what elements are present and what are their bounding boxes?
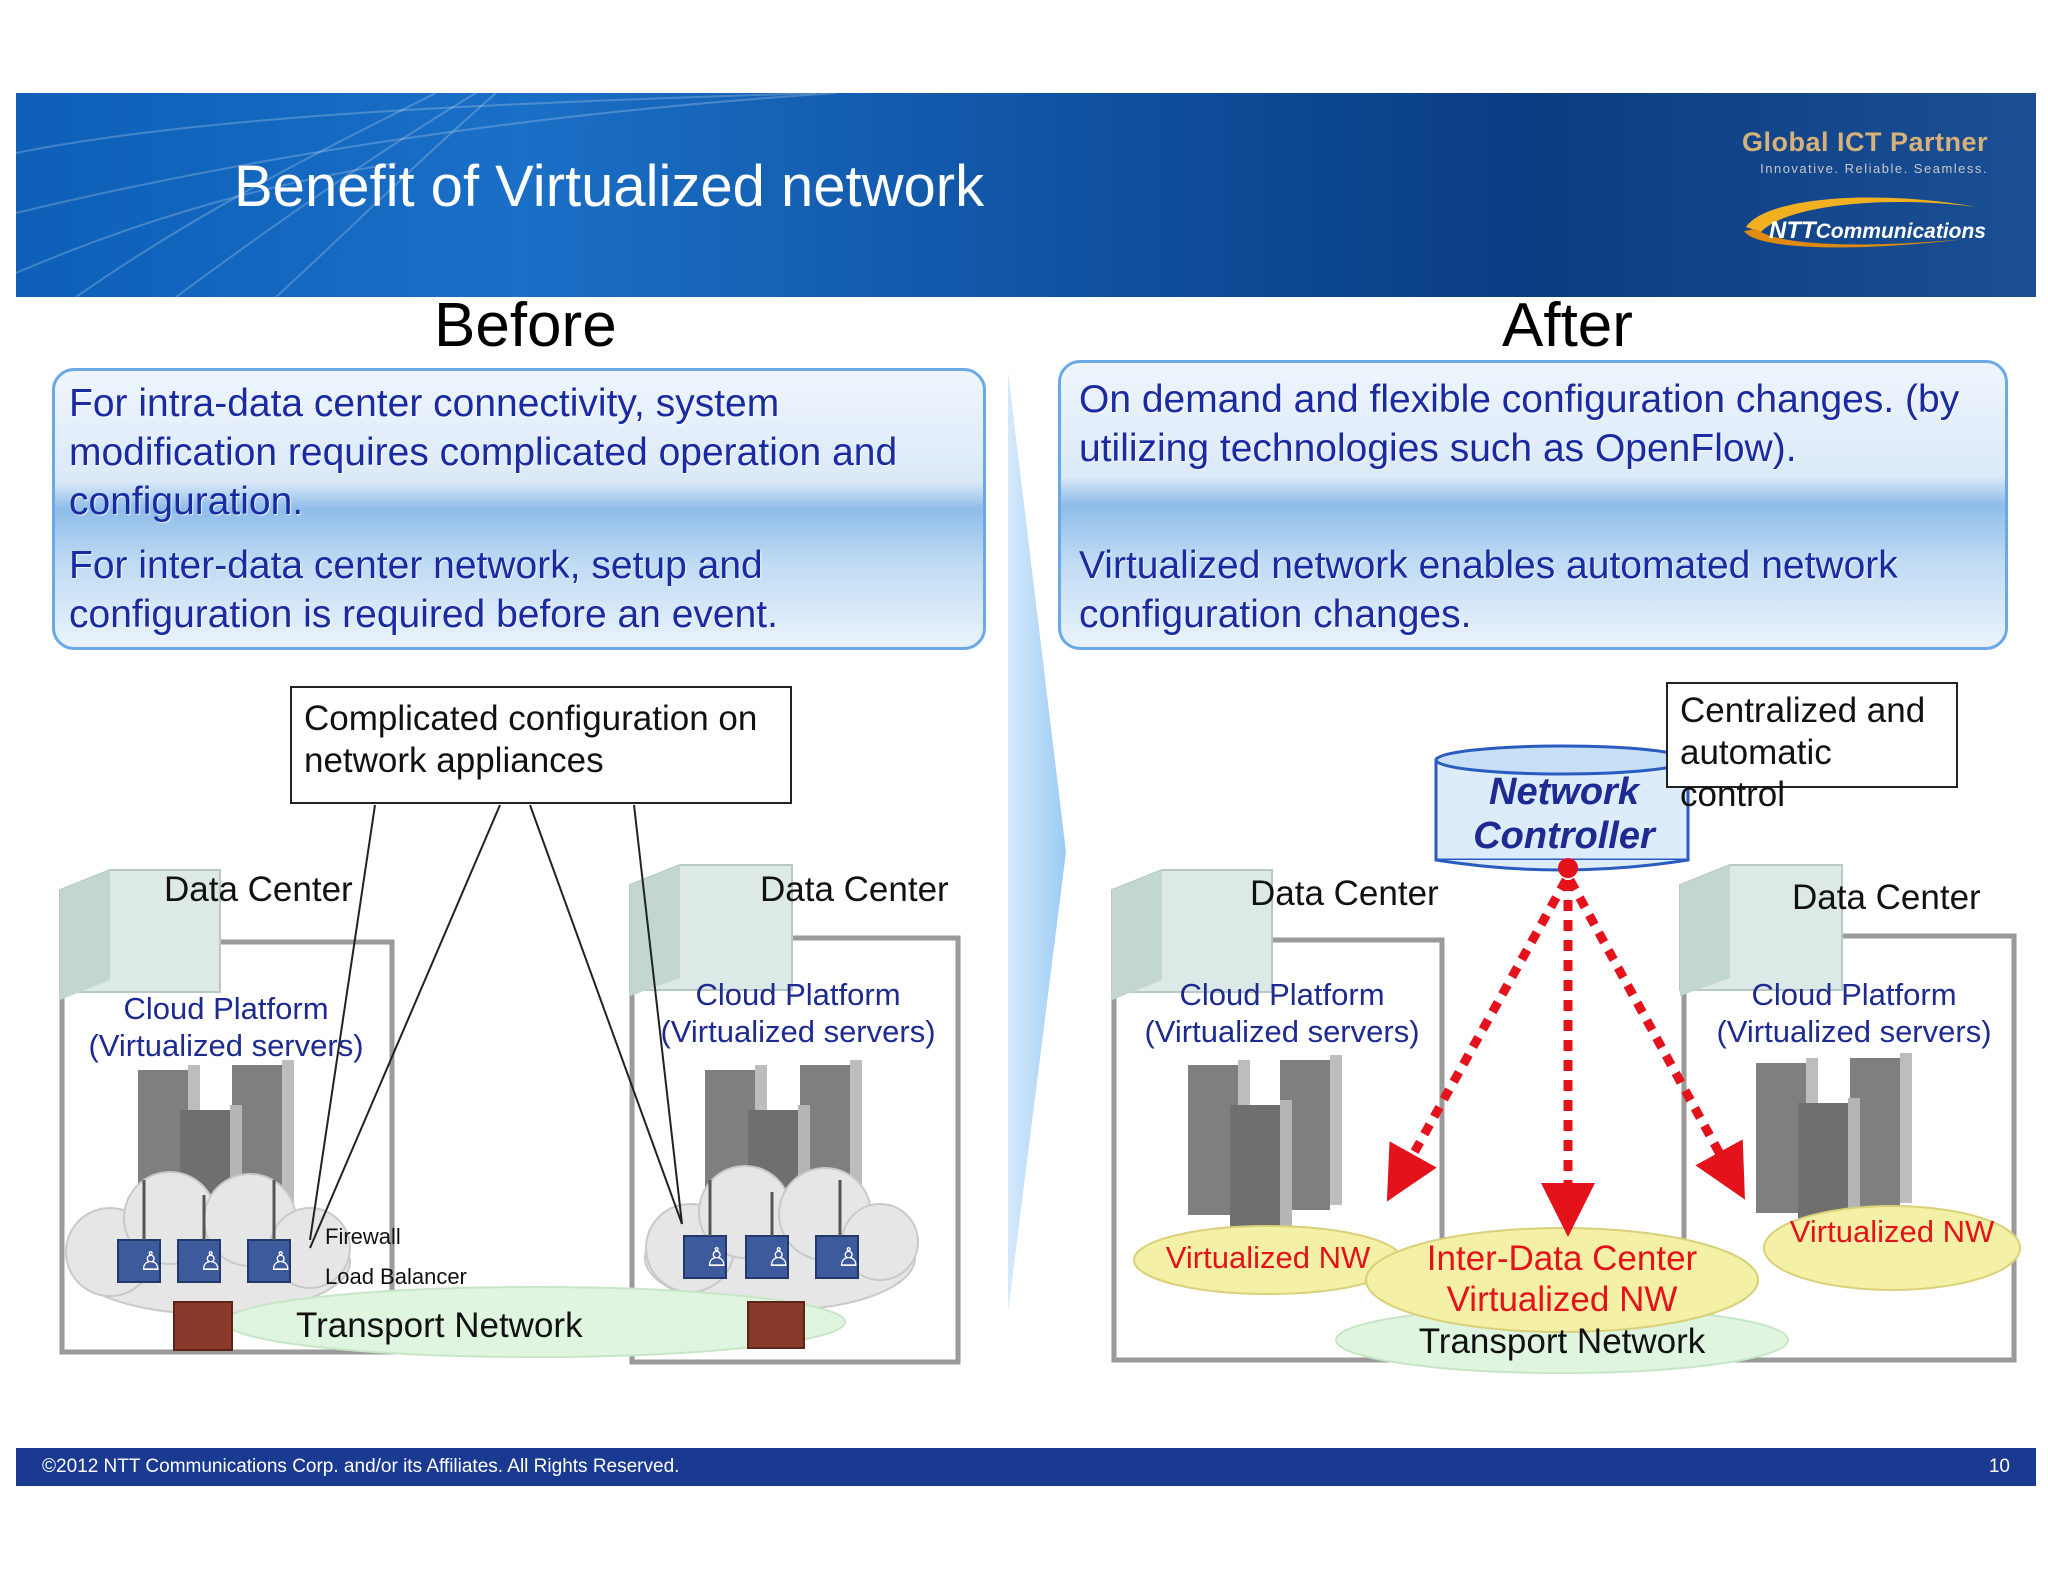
network-controller-line2: Controller [1473, 815, 1655, 857]
page-number: 10 [1988, 1456, 2010, 1477]
svg-text:♙: ♙ [767, 1243, 790, 1273]
vnw-left-label: Virtualized NW [1165, 1240, 1371, 1275]
before-after-arrow [1008, 372, 1066, 1312]
svg-text:♙: ♙ [199, 1247, 222, 1277]
vnw-right-label: Virtualized NW [1789, 1214, 1995, 1249]
datacenter-building-icon [1111, 869, 1273, 1000]
before-cloud-right-label: Cloud Platform (Virtualized servers) [660, 977, 936, 1049]
logo-swoosh-icon [1744, 197, 1976, 248]
ntt-communications-logo: Global ICT Partner Innovative. Reliable.… [1726, 117, 1996, 257]
header-swoosh-decoration [16, 93, 837, 297]
callout-pointer-lines [309, 804, 683, 1249]
inter-dc-vnw-label: Inter-Data Center Virtualized NW [1392, 1238, 1732, 1320]
before-text-inter: For inter-data center network, setup and… [69, 544, 778, 636]
after-diagram [1111, 744, 2021, 1374]
datacenter-building-icon [59, 869, 221, 1000]
after-transport-label: Transport Network [1418, 1322, 1706, 1361]
after-cloud-right-label: Cloud Platform (Virtualized servers) [1716, 977, 1992, 1049]
slide-footer: ©2012 NTT Communications Corp. and/or it… [16, 1448, 2036, 1486]
before-dc-left-label: Data Center [164, 870, 353, 909]
network-controller-label: Network Controller [1438, 770, 1690, 858]
before-title: Before [434, 291, 617, 360]
before-transport-label: Transport Network [296, 1306, 583, 1345]
before-cloud-left-label: Cloud Platform (Virtualized servers) [88, 991, 364, 1063]
svg-text:♙: ♙ [705, 1243, 728, 1273]
after-text-automated: Virtualized network enables automated ne… [1079, 544, 1898, 636]
after-cloud-left-label: Cloud Platform (Virtualized servers) [1144, 977, 1420, 1049]
before-text-intra: For intra-data center connectivity, syst… [69, 382, 898, 523]
logo-subtagline: Innovative. Reliable. Seamless. [1760, 161, 1988, 176]
before-dc-right-label: Data Center [760, 870, 949, 909]
before-diagram: ♙ ♙ ♙ ♙ ♙ ♙ [59, 804, 961, 1365]
load-balancer-icon: ♙ ♙ ♙ [683, 1180, 860, 1279]
inter-dc-line1: Inter-Data Center [1426, 1239, 1698, 1278]
slide-header: Benefit of Virtualized network Global IC… [16, 93, 2036, 297]
firewall-label: Firewall [325, 1224, 401, 1249]
after-callout: Centralized and automatic control [1666, 682, 1958, 814]
copyright-text: ©2012 NTT Communications Corp. and/or it… [42, 1456, 680, 1477]
datacenter-building-icon [629, 864, 793, 996]
vnw-right-ellipse [1763, 1205, 2021, 1291]
after-text-ondemand: On demand and flexible configuration cha… [1079, 378, 1960, 470]
load-balancer-label: Load Balancer [325, 1264, 467, 1289]
after-title: After [1502, 291, 1633, 360]
firewall-icon [173, 1301, 233, 1351]
controller-origin-dot [1558, 858, 1578, 878]
page-title: Benefit of Virtualized network [234, 154, 985, 219]
logo-tagline: Global ICT Partner [1741, 127, 1988, 157]
svg-text:♙: ♙ [139, 1247, 162, 1277]
after-dc-left-label: Data Center [1250, 874, 1439, 913]
svg-text:♙: ♙ [837, 1243, 860, 1273]
after-description-box: On demand and flexible configuration cha… [1058, 360, 2008, 650]
datacenter-building-icon [1679, 864, 1843, 996]
network-controller-line1: Network [1489, 771, 1639, 813]
firewall-icon [747, 1301, 805, 1349]
inter-dc-line2: Virtualized NW [1446, 1280, 1678, 1319]
logo-brand: NTTCommunications [1768, 217, 1986, 244]
svg-text:♙: ♙ [269, 1247, 292, 1277]
control-arrows [1386, 877, 1745, 1237]
before-callout: Complicated configuration on network app… [290, 686, 792, 804]
after-dc-right-label: Data Center [1792, 878, 1981, 917]
load-balancer-icon: ♙ ♙ ♙ [117, 1180, 292, 1283]
before-description-box: For intra-data center connectivity, syst… [52, 368, 986, 650]
